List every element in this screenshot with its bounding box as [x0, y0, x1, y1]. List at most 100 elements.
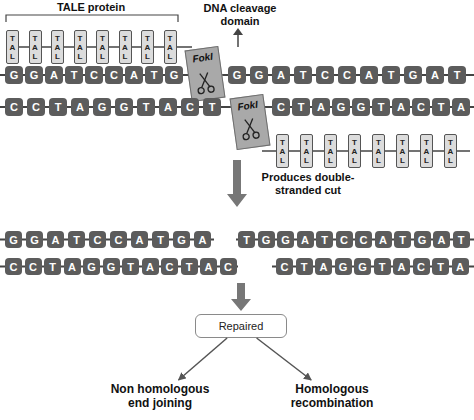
outcome-text: Non homologous end joining — [105, 380, 215, 412]
nucleotide: T — [296, 258, 313, 275]
node-text: G — [281, 234, 290, 246]
node-text: T — [454, 69, 461, 81]
outcome-text: Homologous recombination — [277, 380, 387, 412]
node-text: A — [52, 234, 60, 246]
nucleotide: A — [392, 98, 410, 116]
scissors-handle — [243, 133, 250, 140]
node-text: T — [437, 261, 444, 273]
nucleotide: T — [238, 231, 255, 248]
node-text: C — [224, 261, 232, 273]
nucleotide: T — [65, 66, 83, 84]
node-text: A — [365, 69, 373, 81]
nucleotide: T — [453, 231, 470, 248]
nucleotide: G — [404, 66, 422, 84]
node-text: FokI — [192, 51, 214, 65]
nucleotide: A — [125, 66, 143, 84]
node-text: C — [10, 261, 18, 273]
nucleotide: G — [258, 231, 275, 248]
nucleotide: T — [68, 231, 85, 248]
scissors-blade — [245, 119, 255, 134]
nucleotide: A — [375, 231, 392, 248]
nucleotide: C — [89, 231, 106, 248]
nucleotide: T — [49, 98, 67, 116]
tale-backbone — [262, 150, 470, 152]
node-text: T A L — [421, 138, 432, 165]
nucleotide: C — [105, 66, 123, 84]
node-text: T A L — [397, 138, 408, 165]
node-text: A — [136, 234, 144, 246]
tal-repeat: T A L — [300, 134, 313, 168]
nucleotide: T — [294, 66, 312, 84]
tal-repeat: T A L — [420, 134, 433, 168]
node-text: T — [143, 101, 150, 113]
node-text: G — [358, 261, 367, 273]
node-text: T — [300, 69, 307, 81]
node-text: G — [87, 261, 96, 273]
tal-repeat: T A L — [141, 30, 154, 64]
nucleotide: G — [335, 258, 352, 275]
node-text: G — [339, 261, 348, 273]
node-text: A — [431, 69, 439, 81]
nucleotide: T — [181, 258, 198, 275]
node-text: A — [50, 69, 58, 81]
node-text: T — [321, 234, 328, 246]
node-text: C — [281, 261, 289, 273]
annotation-label: DNA cleavage domain — [195, 2, 285, 28]
nucleotide: C — [355, 231, 372, 248]
node-text: C — [340, 234, 348, 246]
nucleotide: G — [228, 66, 246, 84]
nucleotide: C — [110, 231, 127, 248]
node-text: G — [418, 234, 427, 246]
node-text: A — [164, 101, 172, 113]
node-text: C — [110, 69, 118, 81]
nucleotide: C — [338, 66, 356, 84]
nucleotide: T — [122, 258, 139, 275]
tal-repeat: T A L — [276, 134, 289, 168]
nucleotide: A — [272, 66, 290, 84]
nucleotide: G — [5, 231, 22, 248]
process-arrow — [231, 283, 251, 311]
node-text: T — [458, 234, 465, 246]
node-text: G — [30, 69, 39, 81]
annotation-label: TALE protein — [36, 1, 146, 14]
nucleotide: C — [220, 258, 237, 275]
node-text: C — [343, 69, 351, 81]
node-text: T A L — [277, 138, 288, 165]
nucleotide: C — [276, 258, 293, 275]
node-text: G — [98, 101, 107, 113]
node-text: A — [146, 261, 154, 273]
node-text: T A L — [325, 138, 336, 165]
nucleotide: T — [292, 98, 310, 116]
scissors-symbol — [241, 118, 260, 140]
tal-repeat: T A L — [74, 30, 87, 64]
node-text: G — [409, 69, 418, 81]
tale-bracket — [6, 15, 178, 22]
nucleotide: T — [152, 231, 169, 248]
node-text: C — [321, 69, 329, 81]
nucleotide: G — [83, 258, 100, 275]
node-text: T — [388, 69, 395, 81]
node-text: T A L — [75, 34, 86, 61]
nucleotide: G — [354, 258, 371, 275]
node-text: T — [49, 261, 56, 273]
node-text: T A L — [97, 34, 108, 61]
nucleotide: T — [203, 98, 221, 116]
node-text: T — [73, 234, 80, 246]
node-text: T A L — [165, 34, 176, 61]
foki-domain: FokI — [230, 94, 271, 150]
scissors-handle — [208, 86, 215, 93]
nucleotide: T — [432, 98, 450, 116]
node-text: A — [205, 261, 213, 273]
node-text: T — [151, 69, 158, 81]
nucleotide: T — [394, 231, 411, 248]
node-text: G — [9, 234, 18, 246]
node-text: A — [317, 101, 325, 113]
nucleotide: T — [316, 231, 333, 248]
nucleotide: T — [137, 98, 155, 116]
nucleotide: C — [412, 98, 430, 116]
node-text: T A L — [349, 138, 360, 165]
node-text: T A L — [52, 34, 63, 61]
scissors-blade — [200, 73, 210, 88]
node-text: T — [379, 261, 386, 273]
node-text: A — [456, 261, 464, 273]
